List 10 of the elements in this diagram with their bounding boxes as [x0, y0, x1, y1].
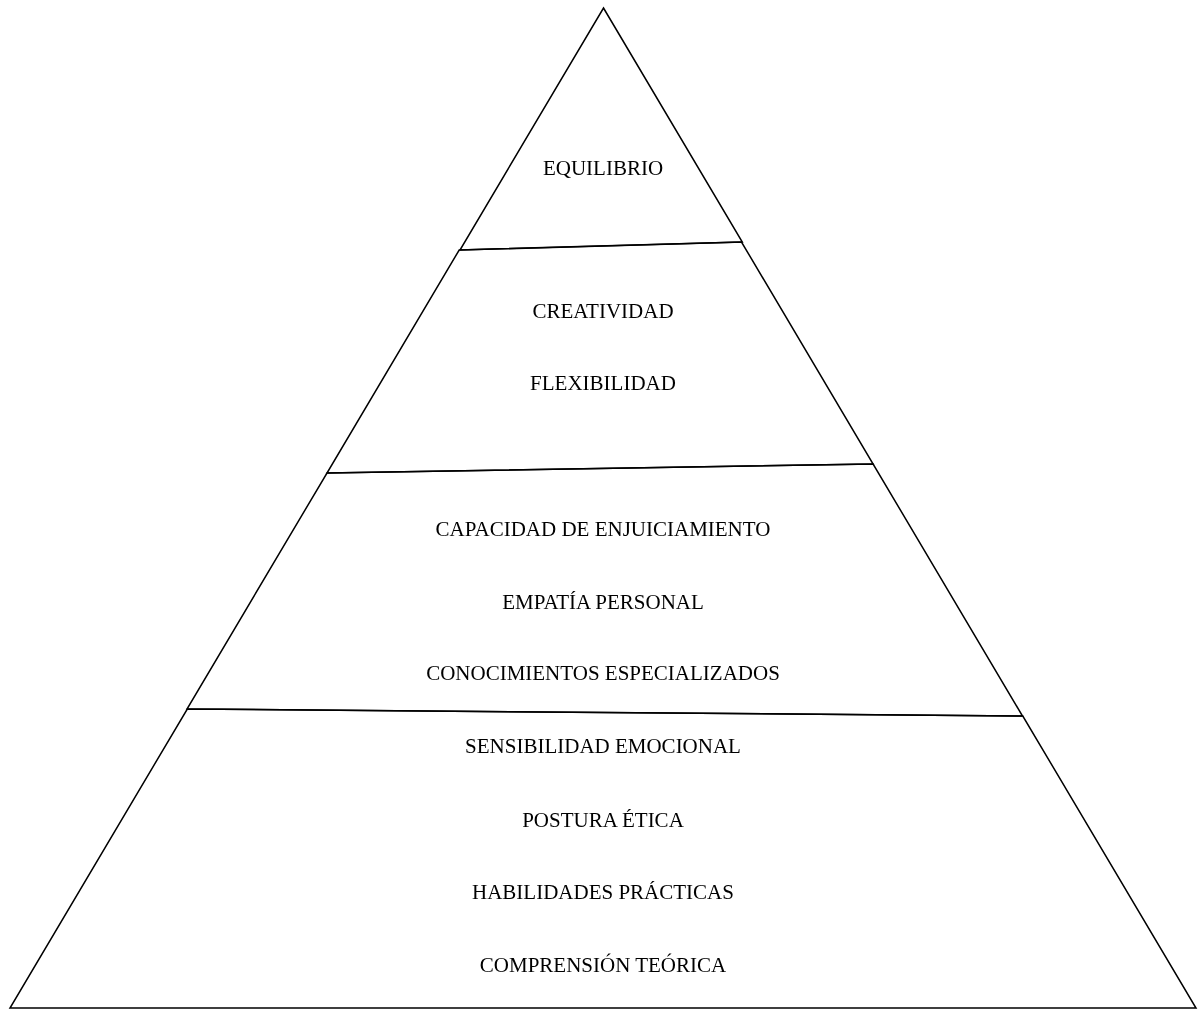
- tier-label: CAPACIDAD DE ENJUICIAMIENTO: [435, 518, 771, 540]
- tier-label: HABILIDADES PRÁCTICAS: [472, 881, 734, 903]
- tier-label: COMPRENSIÓN TEÓRICA: [479, 954, 727, 976]
- tier-label: EMPATÍA PERSONAL: [502, 591, 704, 613]
- tier-label: CREATIVIDAD: [532, 300, 674, 322]
- tier-label: SENSIBILIDAD EMOCIONAL: [465, 735, 741, 757]
- tier-label: CONOCIMIENTOS ESPECIALIZADOS: [426, 662, 780, 684]
- tier-label: EQUILIBRIO: [542, 157, 664, 179]
- tier-label: FLEXIBILIDAD: [530, 372, 676, 394]
- tier-label: POSTURA ÉTICA: [522, 809, 684, 831]
